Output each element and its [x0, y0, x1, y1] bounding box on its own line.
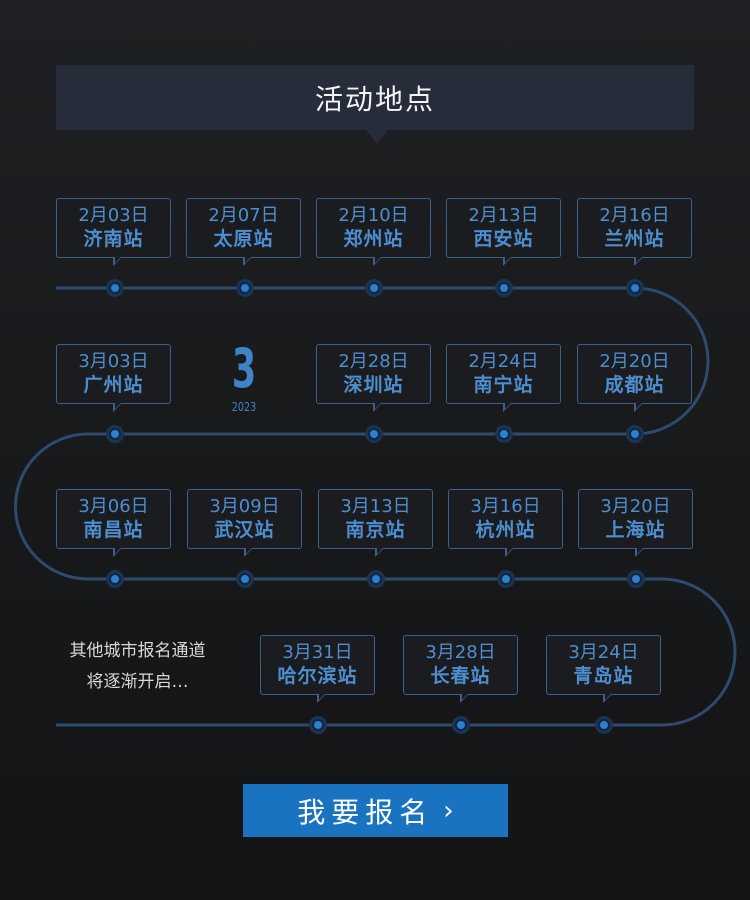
stop-city: 兰州站 — [604, 228, 665, 250]
register-button[interactable]: 我要报名 › — [243, 784, 508, 837]
track-dot — [239, 282, 251, 294]
stop-date: 3月09日 — [209, 496, 280, 517]
notice-line-2: 将逐渐开启… — [86, 672, 189, 692]
section-title: 活动地点 — [314, 82, 435, 116]
month-marker-number: 3 — [231, 337, 257, 400]
track-dot — [109, 282, 121, 294]
track-dot — [455, 719, 467, 731]
stop-qingdao[interactable]: 3月24日 青岛站 — [546, 635, 661, 703]
track-dot — [498, 428, 510, 440]
stop-city: 哈尔滨站 — [277, 665, 358, 687]
stop-harbin[interactable]: 3月31日 哈尔滨站 — [260, 635, 375, 703]
stop-city: 郑州站 — [343, 228, 404, 250]
stop-city: 成都站 — [604, 374, 665, 396]
stop-date: 3月06日 — [78, 496, 149, 517]
stop-city: 上海站 — [605, 519, 666, 541]
track-dot — [370, 573, 382, 585]
track-dot — [368, 428, 380, 440]
track-dot — [629, 428, 641, 440]
stop-date: 2月28日 — [338, 351, 409, 372]
track-dot — [629, 282, 641, 294]
stop-date: 3月03日 — [78, 351, 149, 372]
stop-date: 3月13日 — [340, 496, 411, 517]
stop-city: 武汉站 — [214, 519, 275, 541]
stop-date: 3月24日 — [568, 642, 639, 663]
stop-jinan[interactable]: 2月03日 济南站 — [56, 198, 171, 266]
stop-guangzhou[interactable]: 3月03日 广州站 — [56, 344, 171, 412]
stop-date: 3月16日 — [470, 496, 541, 517]
month-marker-year: 2023 — [231, 400, 257, 414]
stop-city: 青岛站 — [573, 665, 634, 687]
other-cities-notice: 其他城市报名通道 将逐渐开启… — [50, 636, 225, 698]
stop-date: 3月28日 — [425, 642, 496, 663]
notice-line-1: 其他城市报名通道 — [69, 641, 206, 661]
stop-date: 3月20日 — [600, 496, 671, 517]
stop-date: 2月13日 — [468, 205, 539, 226]
stop-date: 2月03日 — [78, 205, 149, 226]
register-button-label: 我要报名 — [297, 795, 434, 829]
stop-lanzhou[interactable]: 2月16日 兰州站 — [577, 198, 692, 266]
chevron-right-icon: › — [443, 795, 454, 826]
track-dot — [239, 573, 251, 585]
stop-nanchang[interactable]: 3月06日 南昌站 — [56, 489, 171, 557]
stop-city: 广州站 — [83, 374, 144, 396]
stop-date: 2月07日 — [208, 205, 279, 226]
stop-date: 2月16日 — [599, 205, 670, 226]
stop-shanghai[interactable]: 3月20日 上海站 — [578, 489, 693, 557]
stop-city: 南昌站 — [83, 519, 144, 541]
track-dot — [498, 282, 510, 294]
stop-date: 2月20日 — [599, 351, 670, 372]
track-dot — [630, 573, 642, 585]
stop-nanjing[interactable]: 3月13日 南京站 — [318, 489, 433, 557]
stop-city: 济南站 — [83, 228, 144, 250]
stop-shenzhen[interactable]: 2月28日 深圳站 — [316, 344, 431, 412]
track-dot — [109, 573, 121, 585]
stop-city: 南宁站 — [473, 374, 534, 396]
track-dot — [598, 719, 610, 731]
stop-city: 太原站 — [213, 228, 274, 250]
stop-date: 2月24日 — [468, 351, 539, 372]
stop-date: 3月31日 — [282, 642, 353, 663]
stop-city: 南京站 — [345, 519, 406, 541]
stop-date: 2月10日 — [338, 205, 409, 226]
section-header: 活动地点 — [56, 65, 694, 130]
track-dot — [500, 573, 512, 585]
stop-xian[interactable]: 2月13日 西安站 — [446, 198, 561, 266]
stop-zhengzhou[interactable]: 2月10日 郑州站 — [316, 198, 431, 266]
stop-city: 杭州站 — [475, 519, 536, 541]
stop-taiyuan[interactable]: 2月07日 太原站 — [186, 198, 301, 266]
stop-city: 西安站 — [473, 228, 534, 250]
stop-nanning[interactable]: 2月24日 南宁站 — [446, 344, 561, 412]
stop-chengdu[interactable]: 2月20日 成都站 — [577, 344, 692, 412]
stop-hangzhou[interactable]: 3月16日 杭州站 — [448, 489, 563, 557]
header-pointer — [366, 130, 388, 144]
track-dot — [312, 719, 324, 731]
stop-wuhan[interactable]: 3月09日 武汉站 — [187, 489, 302, 557]
stop-city: 深圳站 — [343, 374, 404, 396]
track-dot — [368, 282, 380, 294]
track-dot — [109, 428, 121, 440]
stop-city: 长春站 — [430, 665, 491, 687]
stop-changchun[interactable]: 3月28日 长春站 — [403, 635, 518, 703]
